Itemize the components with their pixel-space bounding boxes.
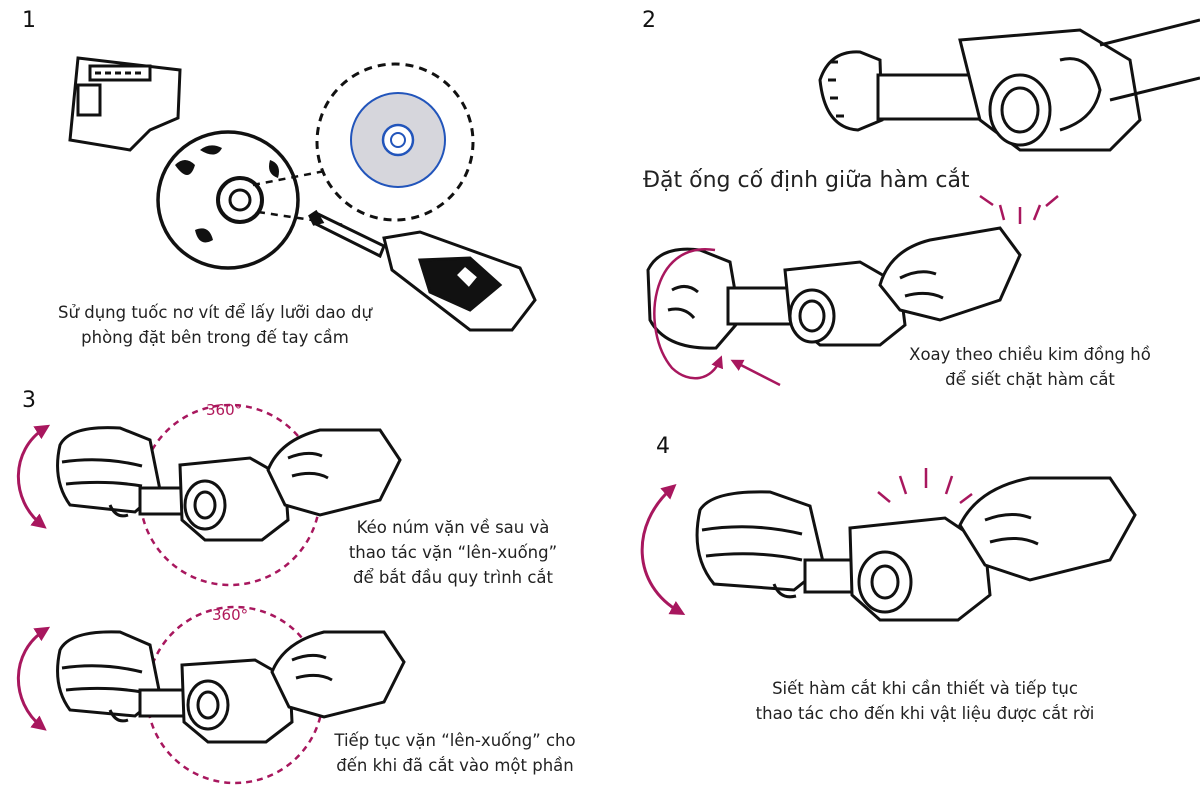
step2-title: Đặt ống cố định giữa hàm cắt <box>643 168 970 193</box>
step4-illustration <box>640 468 1137 622</box>
step3-caption-b-line: Tiếp tục vặn “lên-xuống” cho <box>334 731 576 750</box>
step3-caption-b: Tiếp tục vặn “lên-xuống” cho đến khi đã … <box>310 728 600 778</box>
step3-caption-a: Kéo núm vặn về sau và thao tác vặn “lên-… <box>318 515 588 590</box>
step2-caption: Xoay theo chiều kim đồng hồ để siết chặt… <box>880 342 1180 392</box>
step2-caption-line: Xoay theo chiều kim đồng hồ <box>909 345 1151 364</box>
step2-bottom-illustration <box>646 226 1022 350</box>
step2-top-illustration <box>818 18 1200 152</box>
step4-caption-line: Siết hàm cắt khi cần thiết và tiếp tục <box>772 679 1078 698</box>
step1-caption-line: Sử dụng tuốc nơ vít để lấy lưỡi dao dự <box>58 303 372 322</box>
handle-knob <box>156 130 300 270</box>
step3-caption-a-line: Kéo núm vặn về sau và <box>356 518 550 537</box>
spark-icon <box>877 468 973 504</box>
rotation-arrow-icon <box>653 248 781 387</box>
spark-icon <box>979 194 1059 224</box>
degree-label-top: 360° <box>206 401 243 419</box>
step1-caption: Sử dụng tuốc nơ vít để lấy lưỡi dao dự p… <box>40 300 390 350</box>
step4-caption: Siết hàm cắt khi cần thiết và tiếp tục t… <box>715 676 1135 726</box>
step3-caption-b-line: đến khi đã cắt vào một phần <box>336 756 574 775</box>
cutter-handle <box>68 56 182 152</box>
step1-caption-line: phòng đặt bên trong đế tay cầm <box>81 328 349 347</box>
step3-caption-a-line: thao tác vặn “lên-xuống” <box>348 543 558 562</box>
degree-label-bottom: 360° <box>212 606 249 624</box>
step2-caption-line: để siết chặt hàm cắt <box>945 370 1115 389</box>
step-number-4: 4 <box>656 434 670 459</box>
step3-top-illustration <box>16 403 402 587</box>
step4-caption-line: thao tác cho đến khi vật liệu được cắt r… <box>755 704 1095 723</box>
step-number-3: 3 <box>22 388 36 413</box>
step-number-2: 2 <box>642 8 656 33</box>
step3-caption-a-line: để bắt đầu quy trình cắt <box>352 568 554 587</box>
step1-illustration <box>68 56 537 332</box>
step3-bottom-illustration <box>16 605 406 785</box>
screwdriver-icon <box>308 209 537 332</box>
step-number-1: 1 <box>22 8 36 33</box>
zoom-callout <box>252 62 475 227</box>
